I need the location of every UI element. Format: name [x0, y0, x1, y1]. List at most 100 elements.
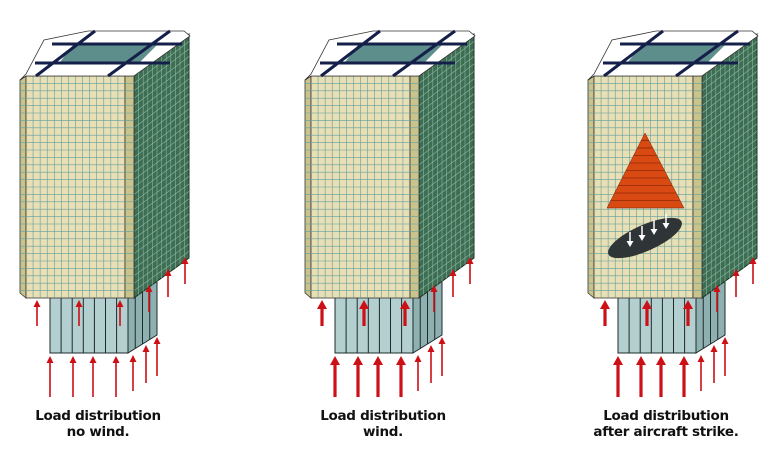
side-grid-line [133, 191, 190, 232]
side-grid-line [701, 213, 758, 254]
core-front-face [49, 289, 129, 354]
side-grid-line [701, 243, 758, 284]
building-roof [304, 29, 476, 81]
side-grid-line [701, 48, 758, 92]
side-grid-line [418, 183, 475, 225]
side-grid-line [701, 146, 758, 188]
arrow-head [600, 300, 610, 309]
side-grid-line [418, 236, 475, 277]
arrow-head [116, 300, 124, 307]
arrow-head [396, 356, 406, 365]
side-grid-line [133, 183, 190, 225]
arrow-head [683, 300, 693, 309]
caption-line-1: Load distribution [320, 408, 446, 424]
side-load-arrow [181, 257, 189, 284]
upper-load-arrow [642, 300, 652, 326]
upper-load-arrow [317, 300, 327, 326]
core-side-load-arrow [438, 337, 446, 376]
building-side-face [418, 32, 475, 299]
side-grid-line [133, 221, 190, 262]
side-grid-line [418, 108, 475, 151]
side-grid-line [701, 251, 758, 291]
side-grid-line [418, 213, 475, 254]
arrow-head [330, 356, 340, 365]
side-grid-line [133, 161, 190, 203]
impact-hole [608, 217, 682, 259]
core-side-load-arrow [142, 345, 150, 383]
arrow-head [153, 337, 161, 344]
arrow-head [656, 356, 666, 365]
roof-beam [392, 29, 456, 78]
caption-line-2: no wind. [66, 424, 130, 440]
side-grid-line [418, 191, 475, 232]
side-grid-line [701, 138, 758, 180]
core-load-arrow [679, 356, 689, 397]
building-front-face [19, 75, 135, 299]
arrow-head [400, 300, 410, 309]
impact-zone [606, 132, 685, 259]
caption-wind: Load distribution wind. [293, 408, 473, 440]
side-load-arrow [713, 285, 721, 312]
core-load-arrow [373, 356, 383, 397]
side-grid-line [418, 251, 475, 291]
side-grid-line [133, 86, 190, 129]
side-grid-line [133, 78, 190, 121]
arrow-head [145, 285, 153, 292]
side-grid-line [701, 101, 758, 143]
core-load-arrow [396, 356, 406, 397]
side-grid-line [418, 101, 475, 143]
upper-load-arrow [600, 300, 610, 326]
load-arrows [317, 257, 474, 397]
side-grid-line [418, 243, 475, 284]
load-arrows [600, 257, 757, 397]
building-side-face [133, 32, 190, 299]
caption-line-1: Load distribution [603, 408, 729, 424]
roof-beam [603, 29, 664, 78]
side-grid-line [133, 138, 190, 180]
core-load-arrow [89, 356, 97, 397]
side-grid-line [701, 183, 758, 225]
arrow-head [353, 356, 363, 365]
side-grid-line [133, 131, 190, 173]
arrow-head [359, 300, 369, 309]
arrow-head [449, 269, 457, 276]
side-load-arrow [732, 269, 740, 297]
side-grid-line [418, 146, 475, 188]
arrow-head [373, 356, 383, 365]
side-grid-line [701, 56, 758, 99]
load-arrows [33, 257, 189, 397]
side-grid-line [701, 191, 758, 232]
arrow-head [710, 345, 718, 352]
arrow-head [713, 285, 721, 292]
building-roof [19, 29, 191, 81]
building-roof [587, 29, 759, 81]
arrow-head [89, 356, 97, 363]
side-load-arrow [430, 285, 438, 312]
upper-load-arrow [400, 300, 410, 326]
side-load-arrow [449, 269, 457, 297]
side-grid-line [701, 86, 758, 129]
caption-line-2: after aircraft strike. [593, 424, 739, 440]
caption-line-1: Load distribution [35, 408, 161, 424]
arrow-head [697, 355, 705, 362]
arrow-head [46, 356, 54, 363]
side-grid-line [418, 153, 475, 195]
side-grid-line [418, 138, 475, 180]
side-grid-line [701, 221, 758, 262]
side-grid-line [133, 206, 190, 247]
side-grid-line [418, 71, 475, 114]
arrow-head [142, 345, 150, 352]
side-grid-line [701, 198, 758, 240]
side-grid-line [701, 71, 758, 114]
side-grid-line [418, 123, 475, 166]
side-grid-line [133, 236, 190, 277]
arrow-head [181, 257, 189, 264]
core-side-load-arrow [710, 345, 718, 383]
upper-load-arrow [116, 300, 124, 326]
side-load-arrow [749, 257, 757, 284]
side-grid-line [133, 48, 190, 92]
side-grid-line [418, 228, 475, 269]
falling-load-arrow-head [662, 223, 670, 229]
caption-no-wind: Load distribution no wind. [8, 408, 188, 440]
